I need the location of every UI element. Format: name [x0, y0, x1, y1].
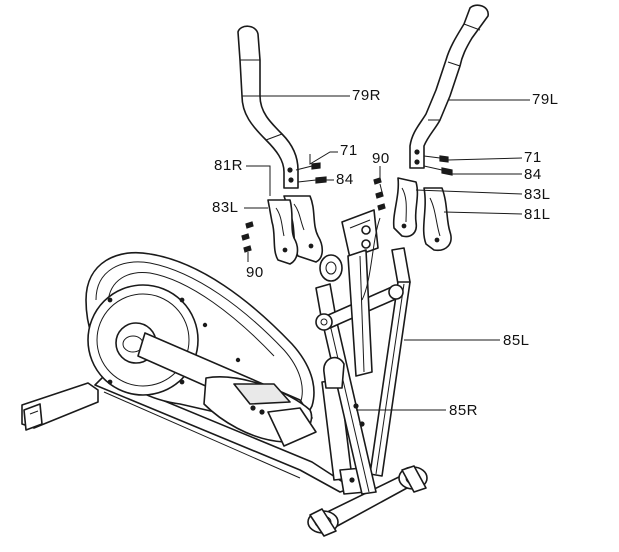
crank-and-pedal-arm — [137, 332, 317, 447]
part-83L-handle-clamp-right — [392, 177, 419, 238]
hardware-screws-90-lower — [241, 221, 254, 262]
callout-90-lower: 90 — [246, 264, 264, 281]
hardware-bolts-71-84-left — [295, 162, 327, 184]
callout-83L-left: 83L — [212, 199, 239, 216]
front-stabilizer — [307, 465, 428, 537]
part-79R-upper-handlebar — [237, 25, 299, 189]
leader-lines — [244, 95, 530, 411]
callout-79R: 79R — [352, 87, 382, 104]
callout-84-left: 84 — [336, 171, 354, 188]
callout-79L: 79L — [532, 91, 559, 108]
callout-85R: 85R — [449, 402, 479, 419]
callout-85L: 85L — [503, 332, 530, 349]
callout-90-upper: 90 — [372, 150, 390, 167]
rear-stabilizer — [21, 382, 99, 431]
hardware-screws-90-upper — [373, 177, 386, 211]
motor-bracket — [319, 254, 345, 389]
callout-71-right: 71 — [524, 149, 542, 166]
part-81R-handle-clamp — [283, 195, 324, 263]
part-85L-lower-arm — [369, 247, 411, 477]
callout-84-right: 84 — [524, 166, 542, 183]
callout-81L: 81L — [524, 206, 551, 223]
part-81L-handle-clamp — [422, 187, 452, 252]
part-79L-upper-handlebar — [409, 4, 489, 169]
callout-71-left: 71 — [340, 142, 358, 159]
hardware-bolts-71-84-right — [423, 155, 453, 176]
callout-83L-right: 83L — [524, 186, 551, 203]
callout-81R: 81R — [214, 157, 244, 174]
console-mast-plate — [341, 209, 381, 377]
part-83L-handle-clamp-left — [267, 199, 299, 265]
